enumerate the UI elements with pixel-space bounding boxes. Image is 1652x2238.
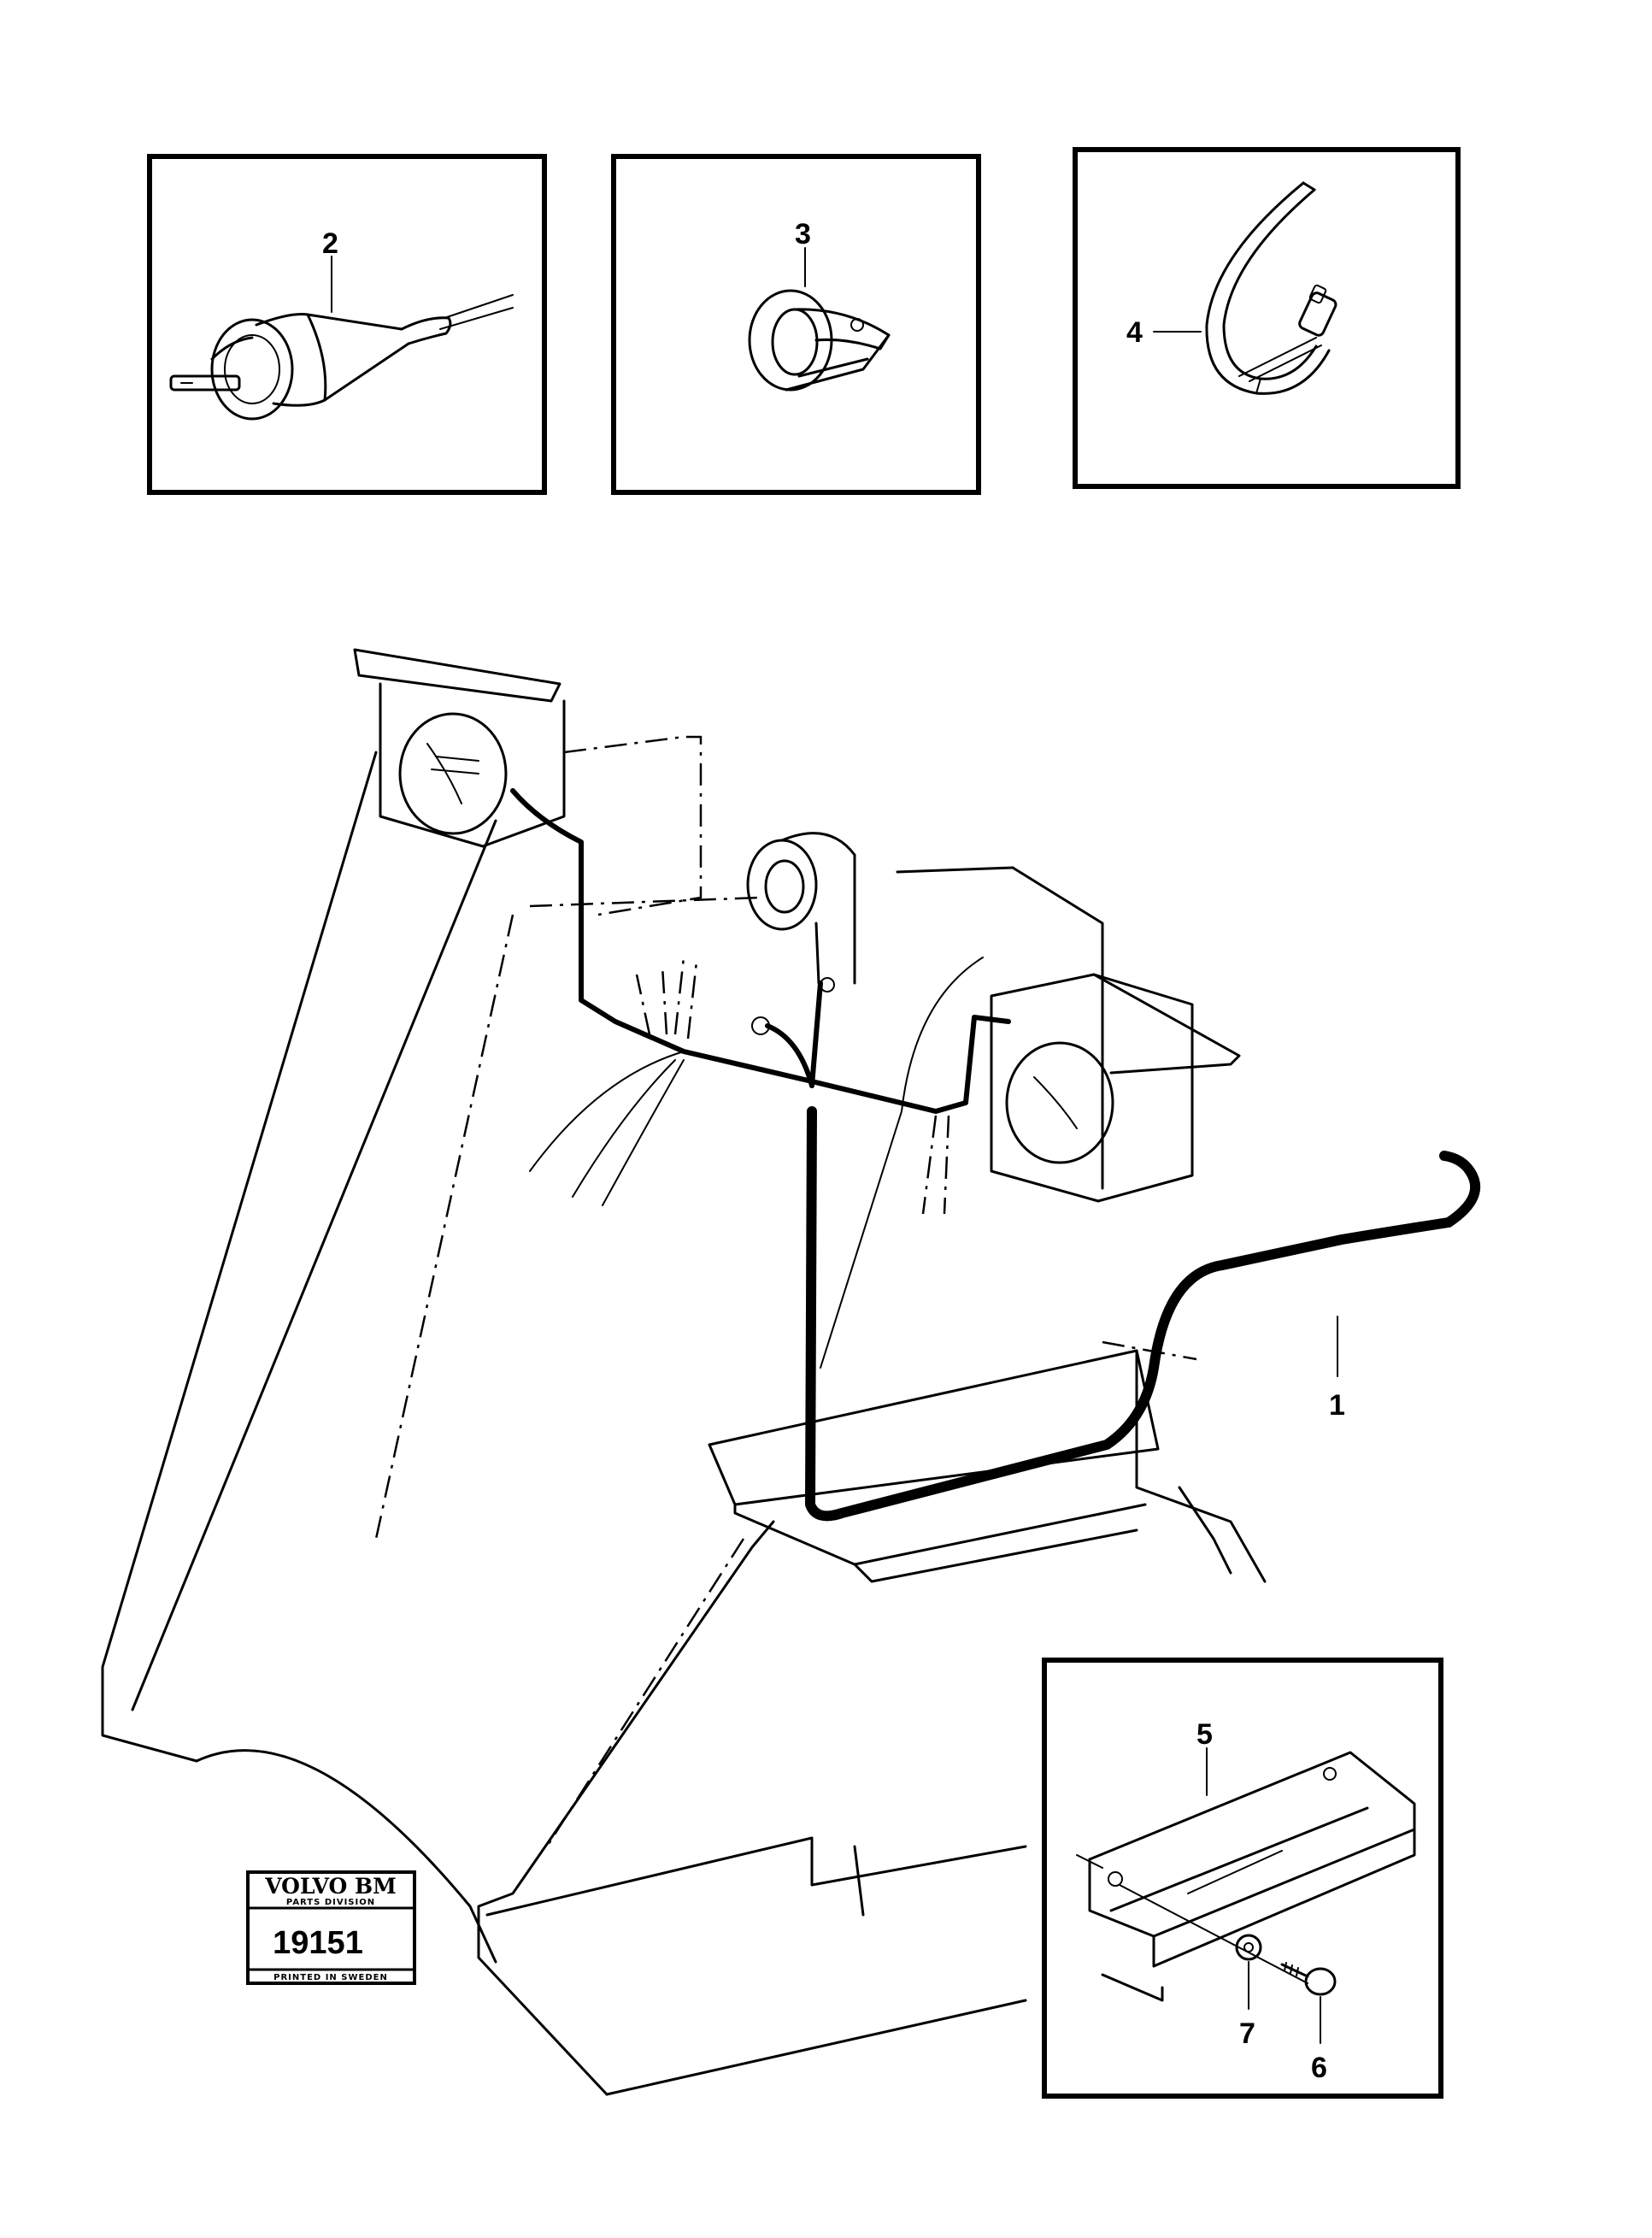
right-lamp-lens <box>1005 1041 1114 1164</box>
callout-1: 1 <box>1329 1389 1345 1422</box>
left-post-outline <box>101 751 378 1763</box>
detail-box-clamp: 4 <box>1073 147 1461 489</box>
detail-box-bracket: 5 7 6 <box>1042 1658 1443 2099</box>
main-harness-cable <box>805 1106 1481 1522</box>
left-lamp-lens <box>398 712 508 835</box>
detail-frame-3 <box>611 154 981 495</box>
stamp-printed: PRINTED IN SWEDEN <box>273 1973 388 1982</box>
volvo-bm-stamp: VOLVO BM PARTS DIVISION 19151 PRINTED IN… <box>246 1870 416 1985</box>
callout-7: 7 <box>1239 2017 1255 2050</box>
detail-frame-2 <box>147 154 547 495</box>
washer-icon <box>1235 1934 1262 1961</box>
hose-clamp-icon <box>1205 181 1337 395</box>
right-body-outline <box>1011 866 1104 1190</box>
cable-connector-icon <box>169 294 514 421</box>
detail-box-clip: 3 <box>611 154 981 495</box>
horn-icon <box>746 832 856 992</box>
main-assembly-illustration <box>101 648 1481 2096</box>
detail-frame-5 <box>1042 1658 1443 2099</box>
callout-2: 2 <box>322 227 338 260</box>
pedestal-outline <box>477 1520 775 2096</box>
left-lamp-hood <box>353 648 561 703</box>
detail-frame-4 <box>1073 147 1461 489</box>
callout-4: 4 <box>1126 316 1143 349</box>
callout-3: 3 <box>795 218 811 250</box>
stamp-brand: VOLVO BM <box>264 1874 397 1899</box>
screw-icon <box>1280 1962 1337 1996</box>
detail-box-connector: 2 <box>147 154 547 495</box>
right-lamp-housing <box>990 973 1194 1203</box>
stamp-number: 19151 <box>273 1925 363 1961</box>
cable-clip-icon <box>748 289 891 392</box>
mounting-bracket-icon <box>1076 1751 1416 2002</box>
base-plate <box>708 1349 1160 1506</box>
stamp-division: PARTS DIVISION <box>286 1898 375 1907</box>
callout-5: 5 <box>1196 1718 1213 1751</box>
callout-6: 6 <box>1311 2052 1327 2084</box>
wiring-upper <box>510 788 814 1084</box>
